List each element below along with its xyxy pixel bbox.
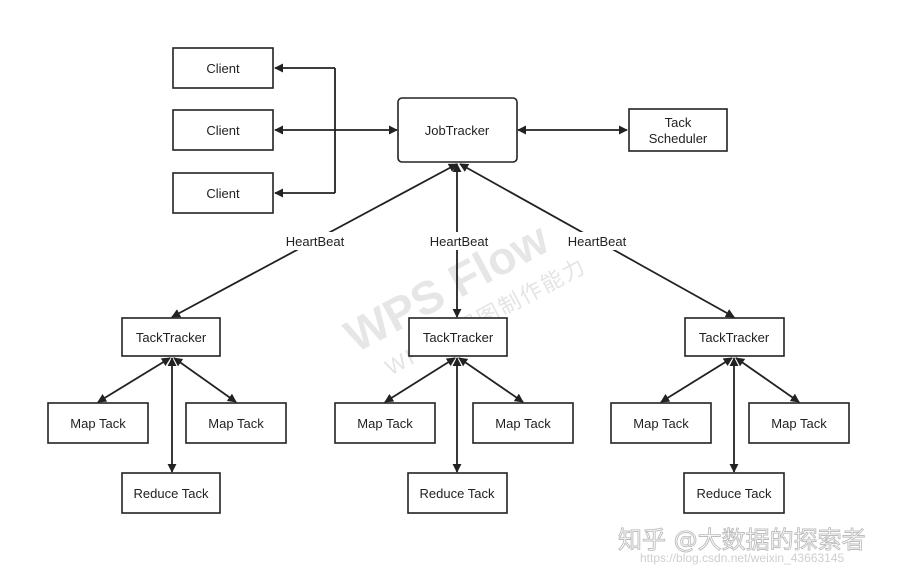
reduce-node-right: Reduce Tack bbox=[683, 472, 785, 514]
task-scheduler-label-line-1: Tack bbox=[665, 115, 692, 130]
map-node-right-1-box bbox=[610, 402, 712, 444]
left-tracker-map2-edge bbox=[173, 357, 237, 403]
edge-labels: HeartBeat HeartBeat HeartBeat bbox=[280, 232, 632, 250]
client-node-3: Client bbox=[172, 172, 274, 214]
jobtracker-node-box bbox=[397, 97, 518, 163]
heartbeat-right-label-bg bbox=[562, 232, 632, 250]
reduce-node-mid-label: Reduce Tack bbox=[420, 486, 495, 501]
map-node-mid-1: Map Tack bbox=[334, 402, 436, 444]
reduce-node-left-label: Reduce Tack bbox=[134, 486, 209, 501]
map-node-left-2-box bbox=[185, 402, 287, 444]
map-node-right-2-box bbox=[748, 402, 850, 444]
map-node-right-2-label: Map Tack bbox=[771, 416, 827, 431]
right-tracker-map2-edge bbox=[735, 357, 800, 403]
map-node-left-2-label: Map Tack bbox=[208, 416, 264, 431]
tracker-node-mid: TackTracker bbox=[408, 317, 508, 357]
heartbeat-mid-label-bg bbox=[424, 232, 494, 250]
tracker-node-right-label: TackTracker bbox=[699, 330, 770, 345]
reduce-node-right-box bbox=[683, 472, 785, 514]
map-node-left-1: Map Tack bbox=[47, 402, 149, 444]
reduce-node-left: Reduce Tack bbox=[121, 472, 221, 514]
task-scheduler-node: Tack Scheduler bbox=[628, 108, 728, 152]
left-tracker-map1-edge bbox=[97, 357, 171, 403]
heartbeat-right-label: HeartBeat bbox=[568, 234, 627, 249]
tracker-node-left-box bbox=[121, 317, 221, 357]
client-node-3-box bbox=[172, 172, 274, 214]
reduce-node-mid: Reduce Tack bbox=[407, 472, 508, 514]
map-node-mid-2-label: Map Tack bbox=[495, 416, 551, 431]
mid-tracker-map1-edge bbox=[384, 357, 456, 403]
map-node-right-2: Map Tack bbox=[748, 402, 850, 444]
client-node-2-box bbox=[172, 109, 274, 151]
client-node-1-label: Client bbox=[206, 61, 240, 76]
map-node-left-1-label: Map Tack bbox=[70, 416, 126, 431]
map-node-right-1: Map Tack bbox=[610, 402, 712, 444]
map-node-left-2: Map Tack bbox=[185, 402, 287, 444]
reduce-node-mid-box bbox=[407, 472, 508, 514]
reduce-node-left-box bbox=[121, 472, 221, 514]
map-node-mid-1-box bbox=[334, 402, 436, 444]
map-node-mid-2: Map Tack bbox=[472, 402, 574, 444]
client-node-3-label: Client bbox=[206, 186, 240, 201]
map-node-mid-1-label: Map Tack bbox=[357, 416, 413, 431]
right-tracker-map1-edge bbox=[660, 357, 733, 403]
mid-tracker-map2-edge bbox=[458, 357, 524, 403]
task-scheduler-label-line-2: Scheduler bbox=[649, 131, 708, 146]
jobtracker-node-label: JobTracker bbox=[425, 123, 490, 138]
heartbeat-mid-label: HeartBeat bbox=[430, 234, 489, 249]
client-node-2-label: Client bbox=[206, 123, 240, 138]
jobtracker-node: JobTracker bbox=[397, 97, 518, 163]
task-scheduler-node-box bbox=[628, 108, 728, 152]
map-node-left-1-box bbox=[47, 402, 149, 444]
reduce-node-right-label: Reduce Tack bbox=[697, 486, 772, 501]
client-node-1: Client bbox=[172, 47, 274, 89]
map-node-right-1-label: Map Tack bbox=[633, 416, 689, 431]
client-node-1-box bbox=[172, 47, 274, 89]
tracker-node-right: TackTracker bbox=[684, 317, 785, 357]
tracker-node-left-label: TackTracker bbox=[136, 330, 207, 345]
credit-overlay: 知乎 @大数据的探索者 https://blog.csdn.net/weixin… bbox=[618, 526, 867, 565]
nodes: Client Client Client JobTracker Tack Sch… bbox=[47, 47, 850, 514]
tracker-node-mid-box bbox=[408, 317, 508, 357]
tracker-node-left: TackTracker bbox=[121, 317, 221, 357]
map-node-mid-2-box bbox=[472, 402, 574, 444]
tracker-node-right-box bbox=[684, 317, 785, 357]
tracker-node-mid-label: TackTracker bbox=[423, 330, 494, 345]
credit-main-text: 知乎 @大数据的探索者 bbox=[618, 526, 866, 554]
credit-url-text: https://blog.csdn.net/weixin_43663145 bbox=[640, 551, 844, 565]
heartbeat-left-label: HeartBeat bbox=[286, 234, 345, 249]
heartbeat-left-label-bg bbox=[280, 232, 350, 250]
client-node-2: Client bbox=[172, 109, 274, 151]
